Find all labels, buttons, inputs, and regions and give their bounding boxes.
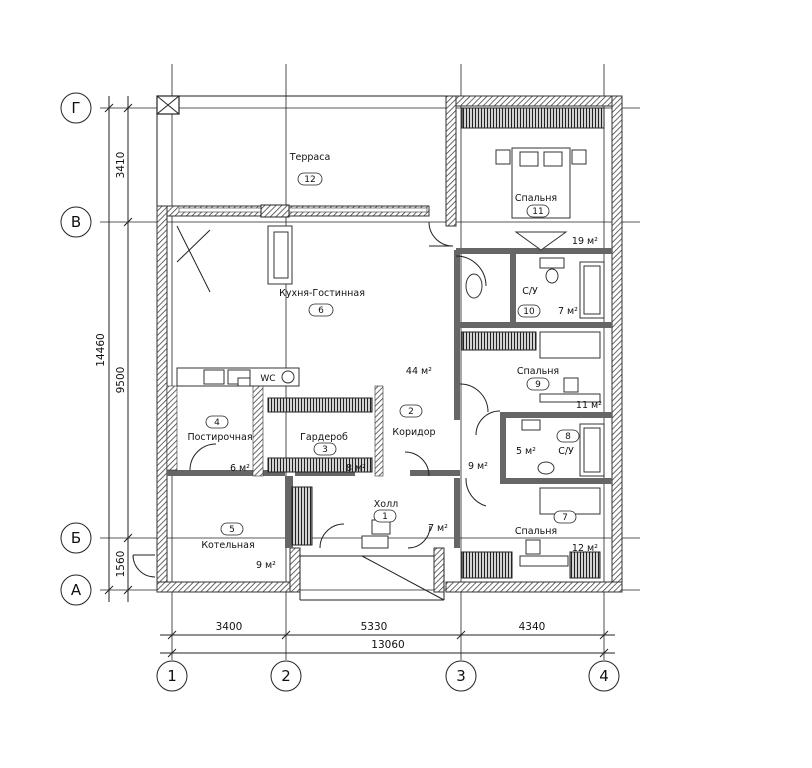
dimension-total: 14460 [95, 333, 107, 366]
bottom-dimensions: 3400 5330 4340 13060 [160, 621, 615, 658]
room-number: 5 [229, 525, 235, 535]
dimension-value: 3400 [216, 621, 243, 633]
room-bedroom-9: Спальня 9 11 м² [517, 366, 602, 411]
room-boiler: 5 Котельная 9 м² [201, 522, 276, 571]
room-kitchen-living: Кухня-Гостинная 6 44 м² [279, 288, 432, 377]
axis-label-row: В [71, 213, 81, 231]
room-area: 5 м² [516, 446, 536, 457]
room-hall: Холл 1 7 м² [373, 499, 448, 534]
room-area: 12 м² [572, 543, 598, 554]
axis-label-row: Г [71, 99, 80, 117]
room-area: 19 м² [572, 236, 598, 247]
room-name: С/У [558, 446, 574, 457]
room-bedroom-11: Спальня 11 19 м² [515, 193, 598, 247]
room-name: Гардероб [300, 432, 348, 443]
room-area: 7 м² [428, 523, 448, 534]
room-area: 7 м² [558, 306, 578, 317]
room-labels: Терраса 12 Спальня 11 19 м² Кухня-Гостин… [187, 152, 602, 571]
dimension-total: 13060 [371, 639, 404, 651]
room-number: 8 [565, 432, 571, 442]
dimension-value: 4340 [519, 621, 546, 633]
axis-label-col: 4 [599, 667, 609, 685]
furniture: WC [176, 147, 605, 567]
dimension-value: 3410 [115, 152, 127, 179]
room-name: Холл [374, 499, 398, 510]
room-area: 8 м² [346, 463, 366, 474]
room-area: 6 м² [230, 463, 250, 474]
room-number: 11 [532, 207, 543, 217]
room-area: 9 м² [468, 461, 488, 472]
room-terrace: Терраса 12 [289, 152, 331, 186]
room-wardrobe: Гардероб 3 8 м² [300, 432, 366, 474]
room-name: Терраса [289, 152, 331, 163]
room-number: 4 [214, 418, 220, 428]
dimension-value: 5330 [361, 621, 388, 633]
room-bathroom-10: С/У 10 7 м² [517, 286, 578, 318]
room-number: 6 [318, 306, 324, 316]
room-name: Спальня [517, 366, 559, 377]
room-name: Спальня [515, 526, 557, 537]
room-number: 12 [304, 175, 315, 185]
wc-label: WC [260, 374, 275, 384]
room-area: 11 м² [576, 400, 602, 411]
row-axis-markers: Г В Б А [60, 92, 92, 606]
room-number: 2 [408, 407, 414, 417]
axis-label-row: Б [71, 529, 81, 547]
room-corridor: 2 Коридор 9 м² [392, 404, 488, 472]
room-bedroom-7: 7 Спальня 12 м² [515, 510, 598, 554]
left-dimensions: 3410 9500 1560 14460 [95, 96, 133, 602]
room-number: 7 [562, 513, 568, 523]
axis-label-col: 1 [167, 667, 177, 685]
room-number: 10 [523, 307, 535, 317]
room-name: Постирочная [187, 432, 252, 443]
room-name: Спальня [515, 193, 557, 204]
exterior-walls [156, 95, 623, 601]
room-area: 9 м² [256, 560, 276, 571]
room-name: Коридор [392, 427, 435, 438]
axis-label-row: А [71, 581, 82, 599]
axis-label-col: 2 [281, 667, 291, 685]
room-laundry: 4 Постирочная 6 м² [187, 415, 253, 474]
room-name: С/У [522, 286, 538, 297]
dimension-value: 1560 [115, 551, 127, 578]
room-number: 1 [382, 512, 388, 522]
wardrobes [267, 107, 605, 579]
doors [132, 221, 501, 578]
room-name: Котельная [201, 540, 254, 551]
room-name: Кухня-Гостинная [279, 288, 365, 299]
room-area: 44 м² [406, 366, 432, 377]
interior-walls [166, 248, 612, 548]
room-number: 3 [322, 445, 328, 455]
room-number: 9 [535, 380, 541, 390]
room-bathroom-8: 8 С/У 5 м² [516, 429, 580, 457]
dimension-value: 9500 [115, 367, 127, 394]
column-axis-markers: 1 2 3 4 [156, 660, 620, 692]
axis-label-col: 3 [456, 667, 466, 685]
